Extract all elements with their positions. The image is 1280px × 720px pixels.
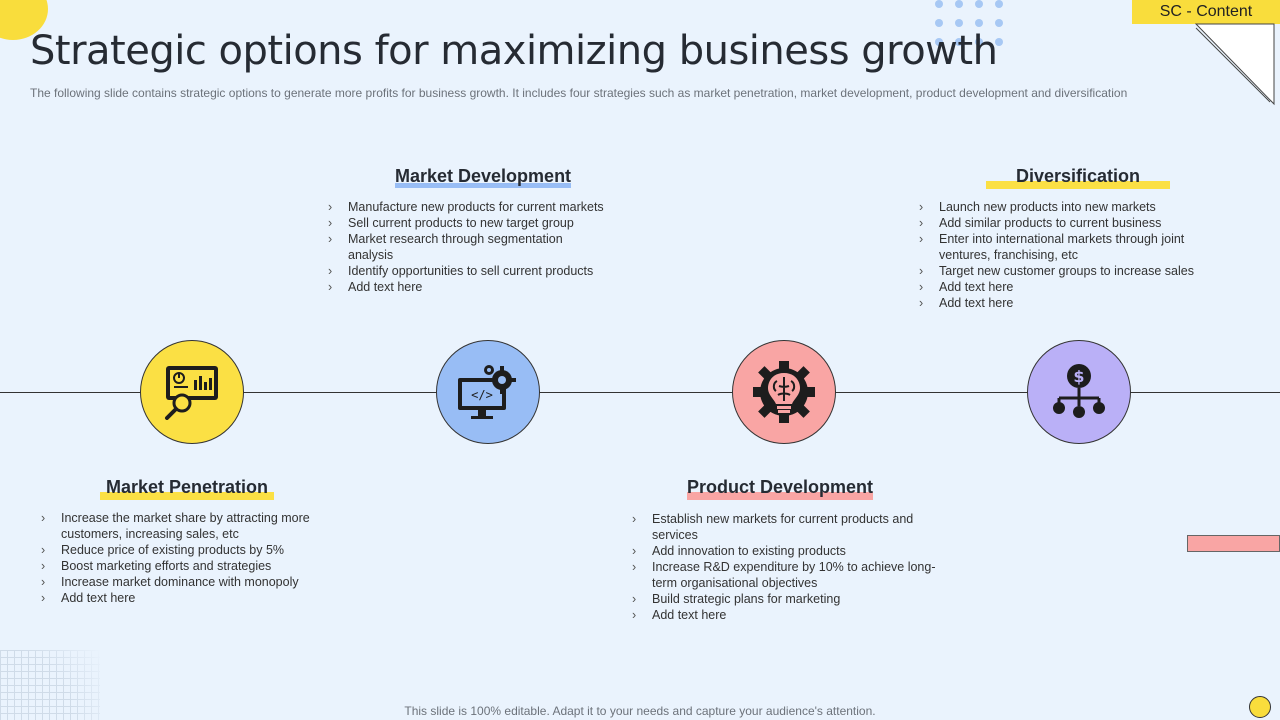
list-item: Add text here bbox=[919, 295, 1229, 311]
market-penetration-heading: Market Penetration bbox=[100, 477, 275, 500]
list-item: Reduce price of existing products by 5% bbox=[41, 542, 341, 558]
market-development-list: Manufacture new products for current mar… bbox=[328, 199, 628, 295]
product-development-node bbox=[732, 340, 836, 444]
timeline-line bbox=[0, 392, 1280, 393]
list-item: Target new customer groups to increase s… bbox=[919, 263, 1229, 279]
list-item: Increase market dominance with monopoly bbox=[41, 574, 341, 590]
diversification-list: Launch new products into new markets Add… bbox=[919, 199, 1229, 311]
list-item: Add text here bbox=[919, 279, 1229, 295]
list-item: Add similar products to current business bbox=[919, 215, 1229, 231]
list-item: Add text here bbox=[632, 607, 937, 623]
list-item: Sell current products to new target grou… bbox=[328, 215, 628, 231]
brain-lightbulb-gear-icon bbox=[753, 361, 815, 423]
market-development-heading: Market Development bbox=[395, 166, 572, 188]
dollar-network-icon: $ bbox=[1053, 364, 1105, 418]
diversification-heading: Diversification bbox=[986, 166, 1171, 189]
list-item: Identify opportunities to sell current p… bbox=[328, 263, 628, 279]
list-item: Increase the market share by attracting … bbox=[41, 510, 341, 542]
list-item: Manufacture new products for current mar… bbox=[328, 199, 628, 215]
list-item: Enter into international markets through… bbox=[919, 231, 1229, 263]
product-development-heading: Product Development bbox=[687, 477, 874, 500]
list-item: Launch new products into new markets bbox=[919, 199, 1229, 215]
page-title: Strategic options for maximizing busines… bbox=[30, 28, 998, 74]
svg-text:</>: </> bbox=[471, 388, 493, 402]
product-development-list: Establish new markets for current produc… bbox=[632, 511, 937, 623]
market-penetration-node bbox=[140, 340, 244, 444]
decorative-circle-small bbox=[1249, 696, 1271, 718]
list-item: Boost marketing efforts and strategies bbox=[41, 558, 341, 574]
decorative-grid bbox=[0, 650, 100, 720]
presentation-magnifier-icon bbox=[165, 366, 218, 420]
svg-text:$: $ bbox=[1073, 367, 1084, 386]
monitor-code-gears-icon: </> bbox=[458, 365, 516, 419]
list-item: Add text here bbox=[328, 279, 628, 295]
list-item: Add innovation to existing products bbox=[632, 543, 937, 559]
market-development-node: </> bbox=[436, 340, 540, 444]
list-item: Market research through segmentation ana… bbox=[328, 231, 628, 263]
list-item: Increase R&D expenditure by 10% to achie… bbox=[632, 559, 937, 591]
decorative-bar bbox=[1187, 535, 1280, 552]
list-item: Establish new markets for current produc… bbox=[632, 511, 937, 543]
decorative-triangle bbox=[1194, 23, 1275, 106]
list-item: Add text here bbox=[41, 590, 341, 606]
footer-note: This slide is 100% editable. Adapt it to… bbox=[404, 704, 876, 718]
diversification-node: $ bbox=[1027, 340, 1131, 444]
decorative-dot-grid bbox=[935, 0, 1003, 46]
list-item: Build strategic plans for marketing bbox=[632, 591, 937, 607]
section-tag: SC - Content bbox=[1132, 0, 1280, 24]
page-subtitle: The following slide contains strategic o… bbox=[30, 86, 1128, 100]
market-penetration-list: Increase the market share by attracting … bbox=[41, 510, 341, 606]
